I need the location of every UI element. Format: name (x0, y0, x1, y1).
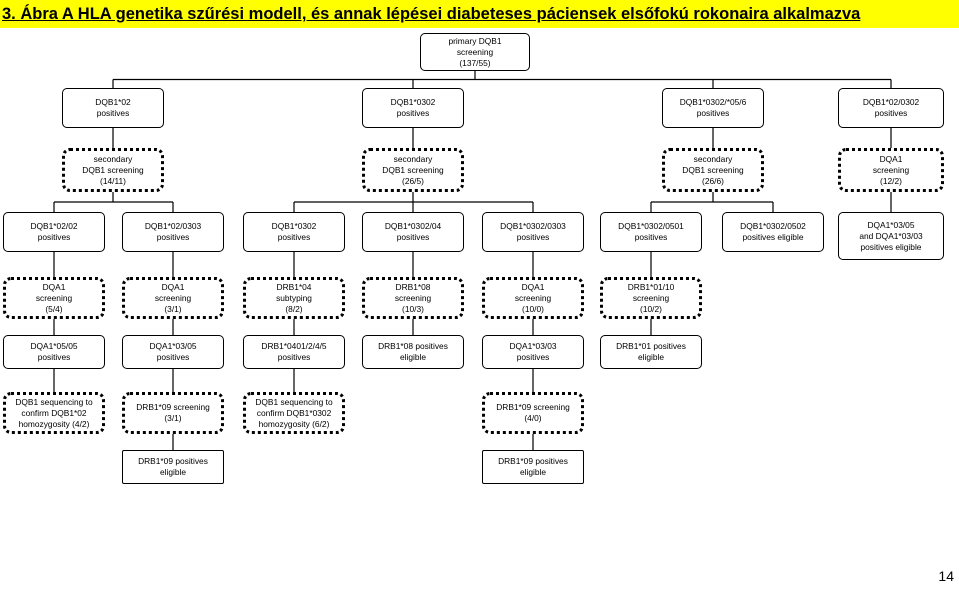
node-seq2: DQB1 sequencing to confirm DQB1*0302 hom… (243, 392, 345, 434)
node-label: DRB1*04 subtyping (8/2) (276, 281, 312, 314)
node-label: DQA1 screening (12/2) (872, 153, 910, 186)
page-title: 3. Ábra A HLA genetika szűrési modell, é… (0, 0, 959, 28)
node-pos-0302-056: DQB1*0302/*05/6 positives (662, 88, 764, 128)
node-p-dqa-0305b: DQA1*03/05 positives (122, 335, 224, 369)
node-drb-04: DRB1*04 subtyping (8/2) (243, 277, 345, 319)
node-p-0302-0303: DQB1*0302/0303 positives (482, 212, 584, 252)
node-p-02-02: DQB1*02/02 positives (3, 212, 105, 252)
node-label: DQB1*0302/*05/6 positives (679, 97, 747, 118)
page-number: 14 (938, 568, 954, 584)
node-p-dqa-0303: DQA1*03/03 positives (482, 335, 584, 369)
node-drb09-40: DRB1*09 screening (4/0) (482, 392, 584, 434)
node-label: DQB1*02/02 positives (30, 221, 78, 242)
node-p-02-0303: DQB1*02/0303 positives (122, 212, 224, 252)
node-label: DRB1*08 positives eligible (378, 341, 448, 362)
node-sec2: secondary DQB1 screening (26/5) (362, 148, 464, 192)
node-label: secondary DQB1 screening (26/6) (682, 153, 744, 186)
node-p-0302-0502: DQB1*0302/0502 positives eligible (722, 212, 824, 252)
node-label: secondary DQB1 screening (26/5) (382, 153, 444, 186)
node-label: DQA1 screening (3/1) (154, 281, 192, 314)
node-label: DRB1*01 positives eligible (616, 341, 686, 362)
node-label: DQA1 screening (5/4) (35, 281, 73, 314)
node-label: DQB1*0302/0303 positives (500, 221, 566, 242)
node-label: DQB1 sequencing to confirm DQB1*02 homoz… (15, 396, 93, 429)
node-p-drb-01: DRB1*01 positives eligible (600, 335, 702, 369)
node-label: DRB1*09 screening (4/0) (496, 402, 570, 423)
node-label: DQB1*0302 positives (390, 97, 436, 118)
node-p-drb-0401: DRB1*0401/2/4/5 positives (243, 335, 345, 369)
node-pos-02: DQB1*02 positives (62, 88, 164, 128)
node-label: DQB1*0302/04 positives (384, 221, 442, 242)
node-label: DQB1 sequencing to confirm DQB1*0302 hom… (255, 396, 333, 429)
node-pos-0302: DQB1*0302 positives (362, 88, 464, 128)
node-sec3: secondary DQB1 screening (26/6) (662, 148, 764, 192)
node-drb-08: DRB1*08 screening (10/3) (362, 277, 464, 319)
node-p-dqa-0305: DQA1*03/05 and DQA1*03/03 positives elig… (838, 212, 944, 260)
node-drb09-31: DRB1*09 screening (3/1) (122, 392, 224, 434)
node-label: DRB1*09 screening (3/1) (136, 402, 210, 423)
node-dqa-12: DQA1 screening (12/2) (838, 148, 944, 192)
node-drb-0110: DRB1*01/10 screening (10/2) (600, 277, 702, 319)
node-pos-02-0302: DQB1*02/0302 positives (838, 88, 944, 128)
node-label: DQB1*02/0302 positives (862, 97, 920, 118)
node-p-drb09-a: DRB1*09 positives eligible (122, 450, 224, 484)
node-p-dqa-0505: DQA1*05/05 positives (3, 335, 105, 369)
node-label: DQA1 screening (10/0) (514, 281, 552, 314)
node-label: DQA1*03/03 positives (509, 341, 557, 362)
node-label: DQB1*02 positives (95, 97, 131, 118)
node-p-0302-0501: DQB1*0302/0501 positives (600, 212, 702, 252)
node-label: DQB1*02/0303 positives (144, 221, 202, 242)
node-label: DRB1*09 positives eligible (498, 456, 568, 477)
node-label: DQB1*0302/0501 positives (618, 221, 684, 242)
node-dqa-54: DQA1 screening (5/4) (3, 277, 105, 319)
node-label: DQB1*0302 positives (271, 221, 317, 242)
node-seq1: DQB1 sequencing to confirm DQB1*02 homoz… (3, 392, 105, 434)
node-label: DQA1*05/05 positives (30, 341, 78, 362)
node-root: primary DQB1 screening (137/55) (420, 33, 530, 71)
node-dqa-31: DQA1 screening (3/1) (122, 277, 224, 319)
node-label: secondary DQB1 screening (14/11) (82, 153, 144, 186)
node-label: DRB1*09 positives eligible (138, 456, 208, 477)
node-p-drb-08: DRB1*08 positives eligible (362, 335, 464, 369)
node-label: DRB1*08 screening (10/3) (394, 281, 432, 314)
node-label: primary DQB1 screening (137/55) (448, 35, 502, 68)
node-label: DRB1*01/10 screening (10/2) (627, 281, 675, 314)
node-p-drb09-b: DRB1*09 positives eligible (482, 450, 584, 484)
node-label: DQA1*03/05 positives (149, 341, 197, 362)
node-label: DQA1*03/05 and DQA1*03/03 positives elig… (859, 219, 923, 252)
node-label: DRB1*0401/2/4/5 positives (261, 341, 327, 362)
node-sec1: secondary DQB1 screening (14/11) (62, 148, 164, 192)
node-p-0302: DQB1*0302 positives (243, 212, 345, 252)
node-dqa-100: DQA1 screening (10/0) (482, 277, 584, 319)
node-p-0302-04: DQB1*0302/04 positives (362, 212, 464, 252)
node-label: DQB1*0302/0502 positives eligible (740, 221, 806, 242)
